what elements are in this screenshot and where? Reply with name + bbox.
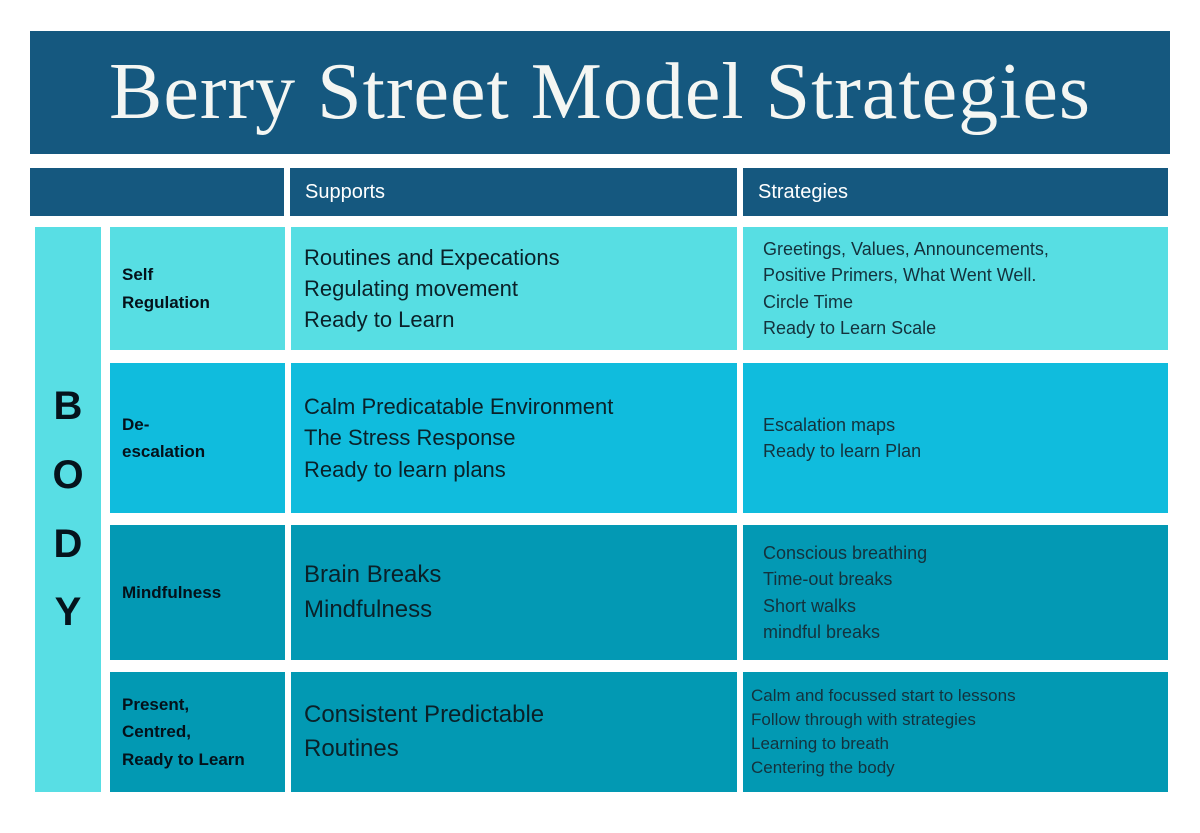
supports-text: Brain Breaks Mindfulness [304, 561, 442, 623]
supports-text: Calm Predicatable Environment The Stress… [304, 394, 614, 482]
strategies-cell-de-escalation: Escalation maps Ready to learn Plan [743, 363, 1168, 513]
column-header-blank [30, 168, 284, 216]
strategies-cell-present-centred: Calm and focussed start to lessons Follo… [743, 672, 1168, 792]
page-title: Berry Street Model Strategies [108, 48, 1092, 136]
row-label-text: Present, Centred, Ready to Learn [122, 695, 245, 769]
supports-cell-self-regulation: Routines and Expecations Regulating move… [291, 227, 737, 350]
column-header-supports: Supports [290, 168, 737, 216]
supports-cell-de-escalation: Calm Predicatable Environment The Stress… [291, 363, 737, 513]
row-label-text: Self Regulation [122, 265, 210, 312]
strategies-cell-mindfulness: Conscious breathing Time-out breaks Shor… [743, 525, 1168, 660]
body-group-label: B O D Y [52, 383, 84, 635]
strategies-text: Greetings, Values, Announcements, Positi… [763, 239, 1049, 338]
row-label-text: Mindfulness [122, 582, 222, 602]
supports-cell-present-centred: Consistent Predictable Routines [291, 672, 737, 792]
supports-text: Consistent Predictable Routines [304, 700, 545, 762]
row-label-mindfulness: Mindfulness [110, 525, 285, 660]
supports-text: Routines and Expecations Regulating move… [304, 244, 560, 333]
column-header-strategies-label: Strategies [758, 180, 849, 203]
row-label-text: De- escalation [122, 414, 206, 461]
strategies-text: Calm and focussed start to lessons Follo… [751, 685, 1016, 778]
strategies-text: Escalation maps Ready to learn Plan [763, 414, 922, 461]
strategies-cell-self-regulation: Greetings, Values, Announcements, Positi… [743, 227, 1168, 350]
row-label-de-escalation: De- escalation [110, 363, 285, 513]
row-label-present-centred: Present, Centred, Ready to Learn [110, 672, 285, 792]
column-header-strategies: Strategies [743, 168, 1168, 216]
title-banner: Berry Street Model Strategies [30, 31, 1170, 154]
strategies-text: Conscious breathing Time-out breaks Shor… [763, 543, 928, 642]
supports-cell-mindfulness: Brain Breaks Mindfulness [291, 525, 737, 660]
row-label-self-regulation: Self Regulation [110, 227, 285, 350]
column-header-supports-label: Supports [305, 180, 386, 203]
body-group-column: B O D Y [35, 227, 101, 792]
